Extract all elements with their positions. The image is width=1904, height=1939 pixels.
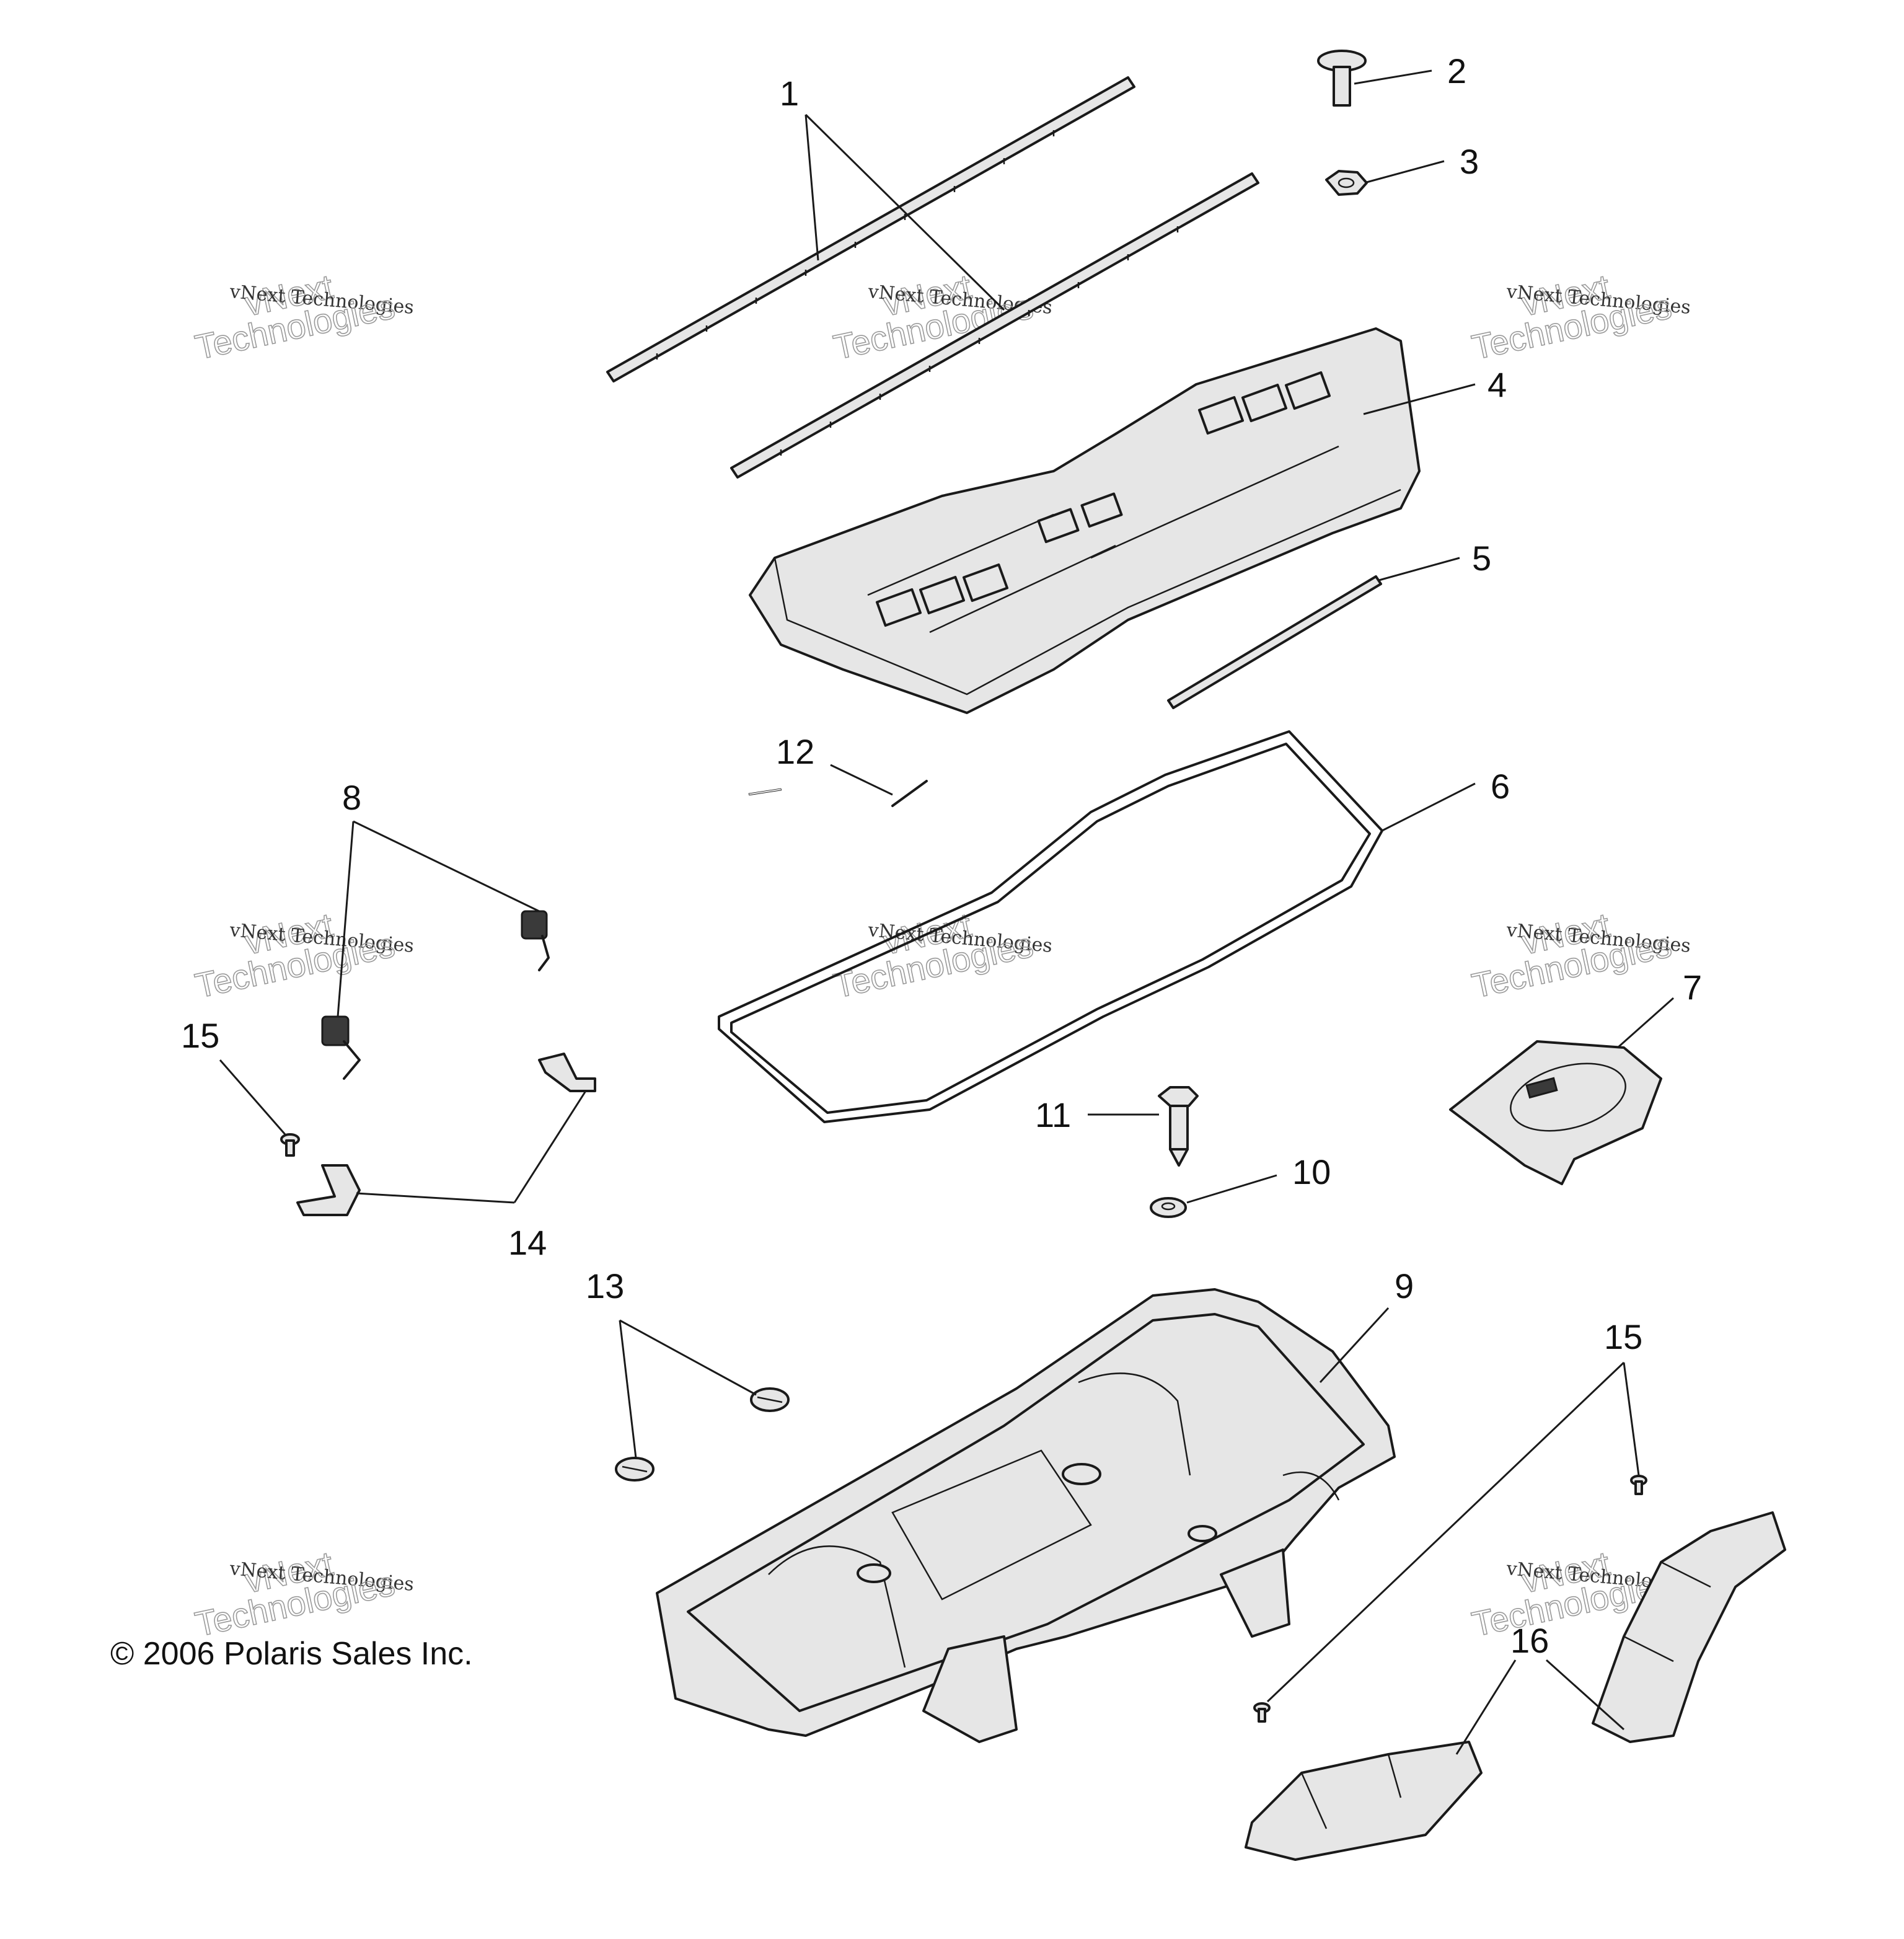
part-9-tub [656,1288,1396,1743]
screw-left [280,1133,300,1157]
part-15-screws [280,1133,1647,1723]
part-14-hooks [296,1053,596,1216]
copyright-notice: © 2006 Polaris Sales Inc. [110,1636,473,1672]
part-13-plugs [615,1387,790,1482]
watermark-mid-left: vNext vNext Technologies Technologies [192,904,415,1005]
callout-10: 10 [1292,1152,1331,1191]
part-1-rails [606,76,1259,479]
callout-3: 3 [1460,142,1479,181]
callout-15-right: 15 [1604,1317,1642,1356]
callout-7: 7 [1683,968,1702,1007]
callout-13: 13 [586,1266,624,1305]
callout-15-left: 15 [181,1016,219,1055]
watermark-top-right: vNext vNext Technologies Technologies [1468,266,1692,367]
callout-11: 11 [1035,1095,1071,1134]
callout-6: 6 [1491,767,1510,806]
part-16-guards [1245,1511,1786,1861]
callout-12: 12 [776,732,814,771]
screw-right-lower [1253,1702,1271,1723]
watermark-top-left: vNext vNext Technologies Technologies [192,266,415,367]
part-6-gasket [718,730,1383,1123]
callout-labels: 1 2 3 4 5 6 7 8 9 10 11 12 13 14 15 15 1… [181,51,1702,1660]
part-2-bolt [1317,50,1367,107]
callout-2: 2 [1447,51,1466,91]
part-3-nut [1325,170,1368,196]
part-10-washer [1150,1197,1187,1218]
callout-4: 4 [1488,365,1507,404]
part-11-bolt [1158,1086,1199,1167]
callout-14: 14 [508,1223,547,1262]
callout-5: 5 [1472,539,1491,578]
callout-16: 16 [1510,1621,1549,1660]
part-5-strip [1167,575,1382,709]
screw-right-upper [1630,1475,1647,1495]
watermark-mid-center: vNext vNext Technologies Technologies [830,904,1054,1005]
part-4-lid [749,327,1421,714]
part-7-cover [1449,1040,1662,1185]
leader-lines [219,69,1674,1755]
watermark-mid-right: vNext vNext Technologies Technologies [1468,904,1692,1005]
watermark-bottom-left: vNext vNext Technologies Technologies [192,1543,415,1644]
callout-8: 8 [342,778,361,817]
part-8-latches [321,910,550,1080]
lid-pads [875,371,1331,627]
part-12-pin [748,780,928,807]
callout-1: 1 [780,74,799,113]
callout-9: 9 [1395,1266,1414,1305]
